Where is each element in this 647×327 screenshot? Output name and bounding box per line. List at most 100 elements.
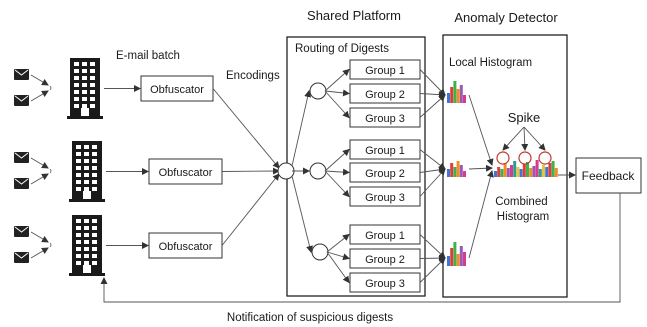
local-histogram-label: Local Histogram — [449, 57, 532, 69]
histogram-bar — [456, 254, 460, 266]
histogram-bar — [532, 166, 536, 177]
histogram-bar — [497, 167, 501, 177]
encodings-label: Encodings — [226, 70, 280, 82]
group-label: Group 1 — [365, 65, 405, 77]
histogram-bar — [450, 163, 454, 177]
histogram-bar — [506, 168, 510, 177]
group-to-histogram-arrow — [419, 94, 446, 118]
encoding-arrow — [221, 173, 280, 246]
feedback-box — [575, 157, 642, 194]
histogram-bar — [456, 89, 460, 103]
histogram-bar — [522, 164, 526, 177]
histogram-bar — [450, 248, 454, 266]
group-to-histogram-arrow — [419, 166, 446, 174]
router-to-group-arrow — [324, 89, 350, 97]
hub-to-router-arrow — [291, 175, 313, 253]
group-label: Group 1 — [365, 230, 405, 242]
group-to-histogram-arrow — [419, 254, 446, 262]
router-to-group-arrow — [324, 90, 350, 119]
router-node-icon — [311, 243, 329, 261]
group-label: Group 3 — [365, 113, 405, 125]
obfuscator-label: Obfuscator — [159, 241, 213, 253]
histogram-bar — [447, 169, 450, 177]
router-to-group-arrow — [324, 168, 350, 176]
histogram-bar — [459, 165, 463, 177]
histogram-bar — [554, 168, 558, 177]
histograms — [419, 69, 558, 283]
group-label: Group 1 — [365, 145, 405, 157]
histogram-bar — [453, 81, 457, 103]
group-label: Group 3 — [365, 278, 405, 290]
histogram-bar — [450, 87, 454, 103]
feedback-label: Feedback — [582, 169, 636, 183]
spike-pointer-arrow — [523, 126, 546, 151]
router-node-icon — [309, 82, 327, 100]
office-building-icon — [69, 215, 105, 276]
envelope-arrow — [30, 173, 49, 185]
router-to-group-arrow — [324, 170, 350, 198]
office-building-icon — [67, 58, 103, 119]
encoding-arrow — [221, 167, 280, 175]
notification-label: Notification of suspicious digests — [227, 312, 393, 324]
combined-histogram-label: Combined Histogram — [495, 196, 551, 223]
histogram-bar — [526, 162, 529, 177]
envelope-icon — [14, 178, 29, 189]
histogram-bar — [513, 161, 517, 177]
histogram-bar — [453, 167, 457, 177]
histogram-bar — [447, 93, 450, 103]
histogram-bar — [459, 85, 463, 103]
histogram-bar — [551, 161, 555, 177]
router-to-group-arrow — [324, 68, 350, 92]
histogram-bar — [463, 171, 466, 177]
email-batch-label: E-mail batch — [116, 50, 180, 62]
local-to-combined-arrow — [468, 170, 494, 259]
histogram-bar — [456, 161, 460, 177]
combined-histogram-icon — [494, 160, 558, 177]
group-label: Group 2 — [365, 89, 405, 101]
obfuscator-label: Obfuscator — [150, 84, 204, 96]
spike-ring-icon — [538, 151, 552, 165]
envelope-icon — [14, 95, 29, 106]
router-to-group-arrow — [326, 251, 350, 284]
histogram-bar — [535, 160, 539, 177]
histogram-bar — [503, 163, 507, 177]
envelope-arrow — [30, 247, 49, 259]
group-to-histogram-arrow — [419, 234, 446, 259]
office-building-icon — [69, 141, 105, 202]
histogram-bar — [447, 256, 450, 266]
obfuscator-label: Obfuscator — [159, 167, 213, 179]
obfuscator-box — [148, 158, 223, 185]
histogram-bar — [510, 165, 513, 177]
spike-pointer-arrow — [502, 126, 525, 151]
routing-of-digests: Group 1 Group 2 Group 3 Group 1 Group 2 Group… — [212, 59, 421, 293]
envelope-arrow — [30, 231, 49, 243]
group-label: Group 2 — [365, 168, 405, 180]
group-to-histogram-arrow — [419, 91, 446, 99]
envelope-arrow — [30, 90, 49, 102]
group-to-histogram-arrow — [419, 69, 446, 96]
histogram-bar — [538, 169, 542, 177]
envelope-arrow — [30, 157, 49, 169]
histogram-bar — [494, 171, 497, 177]
group-label: Group 3 — [365, 192, 405, 204]
histogram-bar — [545, 167, 549, 177]
spike-pointer-arrow — [521, 126, 529, 151]
router-node-icon — [309, 162, 327, 180]
histogram-bar — [453, 242, 457, 266]
histogram-bar — [529, 168, 533, 177]
spike-ring-icon — [496, 151, 510, 165]
histogram-bar — [459, 246, 463, 266]
local-to-combined-arrow — [468, 164, 493, 172]
shared-platform-title: Shared Platform — [307, 8, 401, 23]
histogram-bar — [500, 169, 504, 177]
envelope-icon — [14, 252, 29, 263]
group-to-histogram-arrow — [419, 149, 446, 170]
envelope-icon — [14, 69, 29, 80]
local-histogram-icon — [447, 161, 466, 177]
histogram-bar — [548, 163, 552, 177]
group-label: Group 2 — [365, 254, 405, 266]
router-to-group-arrow — [326, 251, 350, 261]
histogram-bar — [516, 167, 520, 177]
